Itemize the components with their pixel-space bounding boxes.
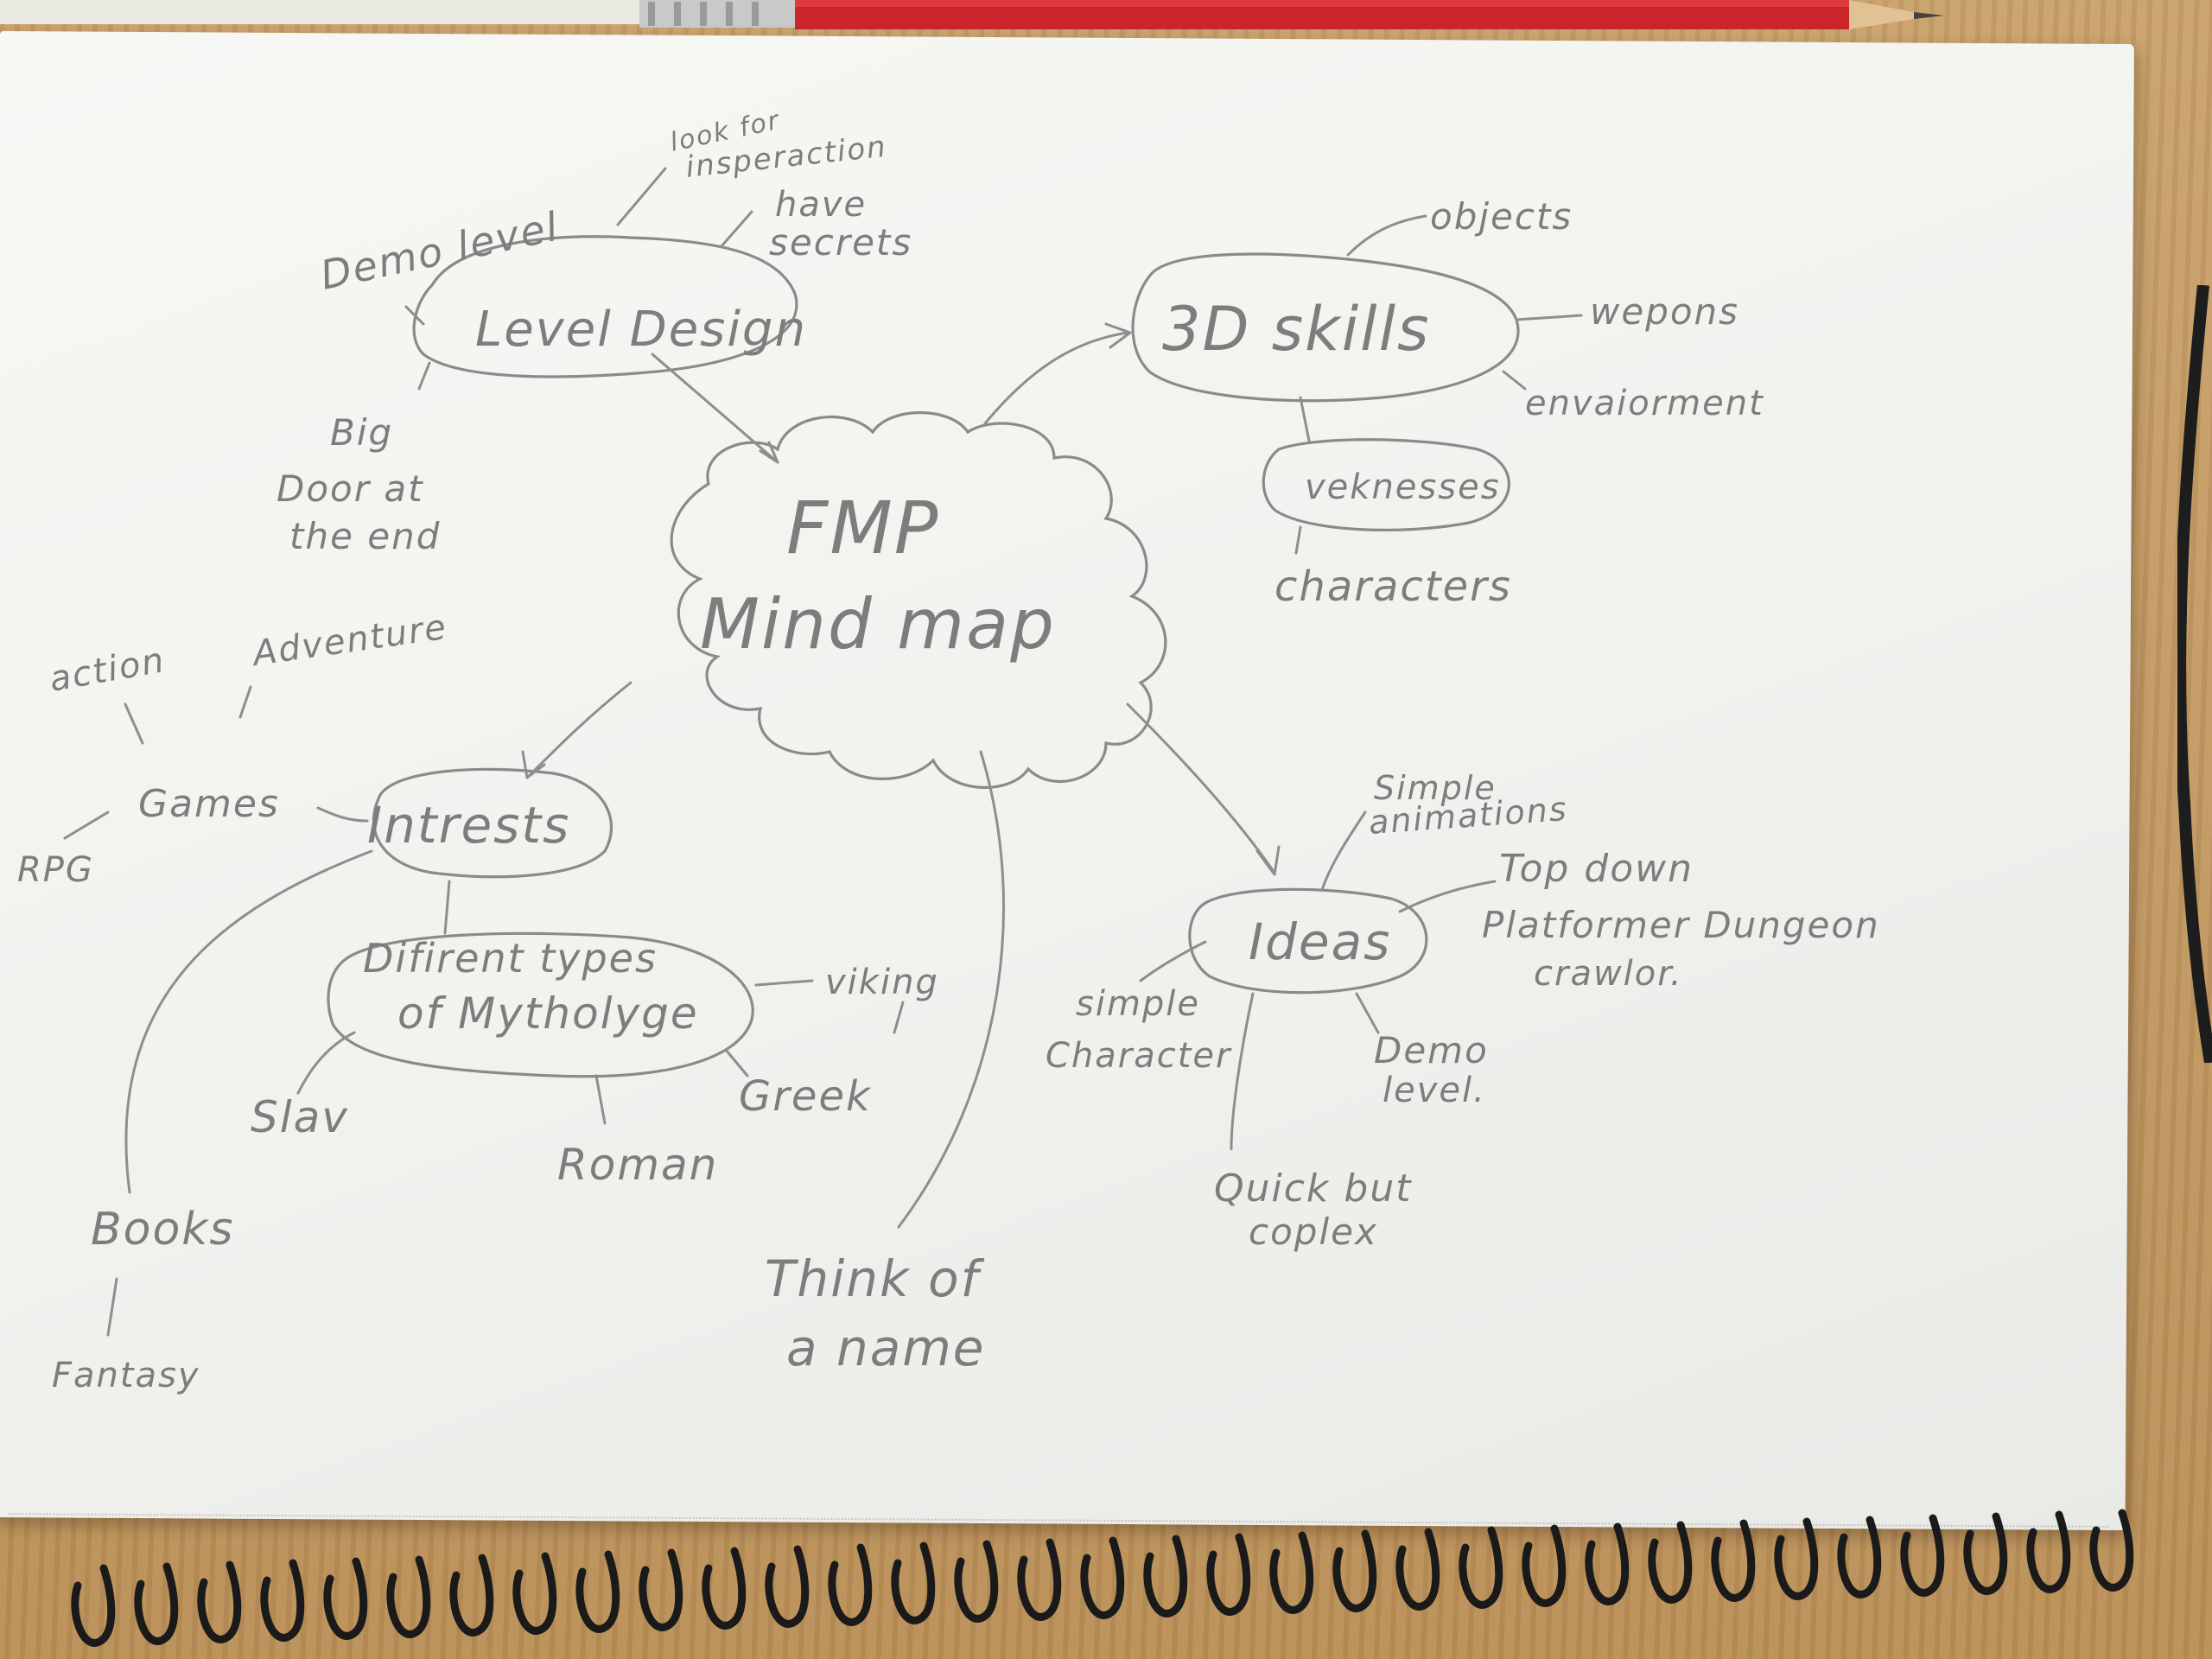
interests-rpg: RPG [17,850,94,890]
center-title-line1: FMP [786,486,939,570]
connector [1346,214,1427,257]
level-design-secrets-line2: secrets [769,221,912,264]
connector [124,702,144,745]
connector [754,979,814,987]
interests-fantasy: Fantasy [52,1356,200,1395]
level-design-door-line3: the end [289,515,441,557]
skills-environment: envaiorment [1525,384,1764,423]
mythology-line2: of Mytholyge [397,988,699,1039]
level-design-bubble [412,235,798,378]
center-title-line2: Mind map [700,584,1056,664]
arrow-head [759,441,779,464]
ideas-character-line1: simple [1076,984,1200,1024]
connector [616,167,667,226]
mythology-viking: viking [825,963,939,1002]
connector [893,1001,905,1034]
mythology-bubble [327,931,754,1078]
connector [1515,314,1583,321]
cable [2177,285,2212,1063]
arrow-head [1255,845,1281,876]
pencil [0,0,1944,29]
connector [404,305,425,326]
interests-title: Intrests [367,796,570,855]
connector [1139,940,1207,982]
arrow-to-skills [983,331,1129,425]
connector [1320,810,1367,892]
connector [296,1031,356,1095]
ideas-demo-line2: level. [1382,1071,1486,1110]
arrow-head [1104,322,1132,349]
connector [1230,992,1255,1151]
connector [106,1277,118,1337]
arrow-to-center [651,353,779,464]
skills-title: 3D skills [1162,294,1431,365]
skills-objects: objects [1430,195,1573,238]
ideas-title: Ideas [1249,912,1391,971]
level-design-door-line1: Big [330,411,393,454]
mythology-roman: Roman [557,1140,718,1190]
interests-games: Games [138,782,280,826]
mythology-line1: Difirent types [363,935,658,982]
connector [1355,992,1380,1034]
arrow-head [521,750,546,779]
connector [897,750,1006,1229]
ideas-top-down: Top down [1499,847,1694,891]
connector [238,685,252,719]
arrow-to-interests [525,681,632,779]
spiral-binding [71,1509,2134,1647]
ideas-demo-line1: Demo [1374,1029,1489,1071]
connector [1502,370,1527,391]
connector [720,210,753,248]
skills-characters: characters [1274,563,1512,611]
weaknesses-bubble [1262,438,1510,532]
connector [417,361,431,391]
connector [1294,525,1302,555]
skills-bubble [1131,252,1520,403]
skills-weapons: wepons [1590,290,1739,333]
connector [316,806,369,823]
center-cloud [670,410,1167,789]
skills-weaknesses: veknesses [1305,467,1501,507]
ideas-genre-line2: crawlor. [1534,954,1683,994]
interests-action: action [47,640,168,700]
interests-adventure: Adventure [248,607,450,674]
ideas-character-line2: Character [1046,1036,1232,1076]
interests-books: Books [91,1204,235,1255]
connector [1299,396,1311,442]
level-design-title: Level Design [475,302,807,358]
ideas-quick-line2: coplex [1249,1211,1378,1253]
name-note-line1: Think of [765,1249,985,1308]
level-design-secrets-line1: have [775,185,867,225]
mythology-greek: Greek [739,1072,872,1121]
connector [1398,880,1497,913]
connector [724,1048,749,1077]
connector [63,810,110,840]
level-design-door-line2: Door at [276,467,424,510]
interests-bubble [372,767,613,879]
mythology-slav: Slav [251,1092,349,1142]
ideas-genre-line1: Platformer Dungeon [1482,904,1880,946]
connector [124,849,373,1194]
connector [594,1074,607,1125]
ideas-bubble [1188,887,1428,995]
arrow-to-ideas [1126,702,1276,874]
level-design-demo-level: Demo level [316,203,563,299]
name-note-line2: a name [786,1319,985,1377]
ideas-quick-line1: Quick but [1214,1166,1412,1211]
ideas-animations-line1: Simple [1374,769,1497,807]
connector [443,880,451,935]
